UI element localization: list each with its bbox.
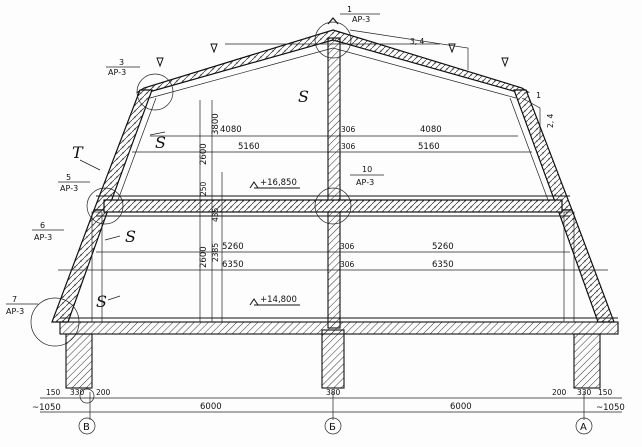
svg-text:6: 6 [40, 221, 45, 230]
dim-roof-top-left: 4080 [220, 125, 242, 135]
dim-roof-top-mid: 306 [341, 125, 356, 134]
dim-roof-mid-right: 5160 [418, 142, 440, 152]
dim-vert-2600-top: 2600 [199, 143, 209, 165]
section-mark-s-2: S [155, 133, 166, 152]
detail-circles [30, 21, 593, 435]
central-column [321, 37, 345, 389]
upper-slab [96, 195, 570, 217]
level-lower: +14,800 [260, 295, 297, 305]
dim-bottom-left-330: 330 [70, 388, 85, 397]
dim-bottom-left-1050: ~1050 [32, 403, 61, 413]
level-marks [249, 181, 300, 306]
dim-interior-a-left: 5260 [222, 242, 244, 252]
dim-right-2-4: 2, 4 [546, 113, 555, 128]
svg-text:АР-3: АР-3 [60, 184, 78, 193]
axis-label-b: Б [329, 422, 336, 433]
svg-text:10: 10 [362, 165, 372, 174]
dim-bottom-left-200: 200 [96, 388, 111, 397]
walls [65, 211, 601, 389]
dim-roof-mid-mid: 306 [341, 142, 356, 151]
mansard-roof [51, 17, 615, 323]
node-ref-1-top: 1 АР-3 [340, 5, 380, 24]
dim-interior-b-mid: 306 [340, 260, 355, 269]
section-mark-s-1: S [298, 87, 309, 106]
node-ref-1-right: 1 [536, 91, 541, 100]
dim-vert-2385: 2385 [211, 243, 220, 262]
dim-bottom-right-330: 330 [577, 388, 592, 397]
svg-text:5: 5 [66, 173, 71, 182]
dim-interior-a-mid: 306 [340, 242, 355, 251]
dim-bottom-right-1050: ~1050 [596, 403, 625, 413]
dim-roof-top-right: 4080 [420, 125, 442, 135]
section-mark-s-3: S [125, 227, 136, 246]
node-ref-7: 7 АР-3 [6, 295, 38, 316]
dim-vert-250: 250 [199, 181, 208, 196]
svg-text:АР-3: АР-3 [352, 15, 370, 24]
svg-text:АР-3: АР-3 [356, 178, 374, 187]
dim-interior-a-right: 5260 [432, 242, 454, 252]
svg-text:АР-3: АР-3 [108, 68, 126, 77]
dim-bottom-right-150: 150 [598, 388, 613, 397]
dim-vert-2600-bottom: 2600 [199, 246, 209, 268]
dim-bay-left: 6000 [200, 402, 222, 412]
dim-interior-b-right: 6350 [432, 260, 454, 270]
vertical-dimension-lines [199, 100, 223, 322]
dim-bottom-left-150: 150 [46, 388, 61, 397]
svg-text:1: 1 [347, 5, 352, 14]
svg-text:АР-3: АР-3 [34, 233, 52, 242]
section-mark-t: T [72, 143, 84, 162]
dim-roof-3-4: 3, 4 [410, 37, 425, 46]
dim-roof-mid-left: 5160 [238, 142, 260, 152]
lower-slab [59, 317, 619, 335]
level-upper: +16,850 [260, 178, 297, 188]
axis-label-a: А [580, 422, 587, 433]
node-ref-6: 6 АР-3 [32, 221, 64, 242]
dim-bottom-center-380: 380 [326, 388, 341, 397]
section-mark-s-4: S [96, 292, 107, 311]
axis-label-v: В [83, 422, 90, 433]
svg-text:7: 7 [12, 295, 17, 304]
dim-vert-435: 435 [211, 207, 220, 222]
svg-text:3: 3 [119, 58, 124, 67]
svg-text:АР-3: АР-3 [6, 307, 24, 316]
svg-text:1: 1 [536, 91, 541, 100]
node-ref-3: 3 АР-3 [106, 58, 140, 77]
node-ref-5: 5 АР-3 [58, 173, 90, 193]
node-ref-10: 10 АР-3 [350, 165, 384, 187]
dim-interior-b-left: 6350 [222, 260, 244, 270]
dim-bay-right: 6000 [450, 402, 472, 412]
dim-vert-3800: 3800 [211, 113, 221, 135]
dim-bottom-right-200: 200 [552, 388, 567, 397]
